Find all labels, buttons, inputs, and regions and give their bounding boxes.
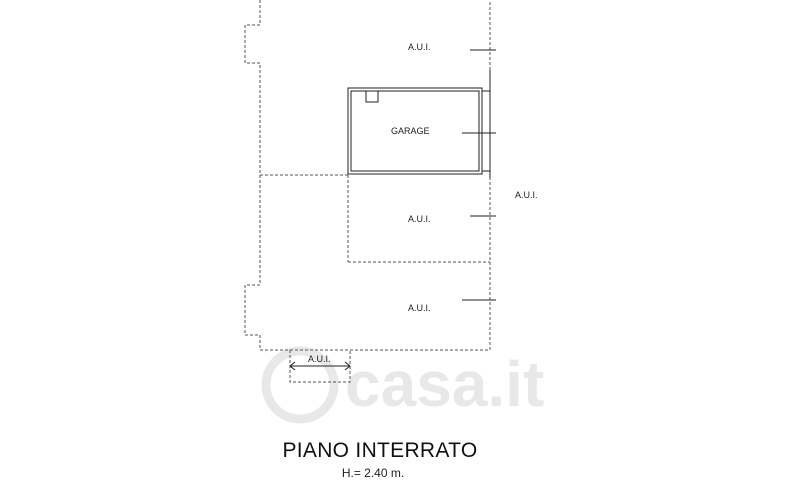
- watermark-text: casa.it: [345, 348, 544, 420]
- watermark: casa.it: [261, 346, 544, 424]
- height-note: H.= 2.40 m.: [342, 466, 404, 480]
- label-garage: GARAGE: [391, 126, 430, 136]
- label-aui-small: A.U.I.: [308, 354, 331, 364]
- watermark-logo-icon: [261, 346, 339, 424]
- plan-title: PIANO INTERRATO: [282, 439, 477, 462]
- label-aui-bottom: A.U.I.: [408, 303, 431, 313]
- building-outline: [244, 0, 491, 351]
- garage-room: [347, 70, 491, 178]
- label-aui-top: A.U.I.: [408, 42, 431, 52]
- small-annex: [289, 350, 351, 383]
- garage-column: [365, 90, 379, 103]
- label-aui-middle: A.U.I.: [408, 214, 431, 224]
- label-aui-right: A.U.I.: [515, 190, 538, 200]
